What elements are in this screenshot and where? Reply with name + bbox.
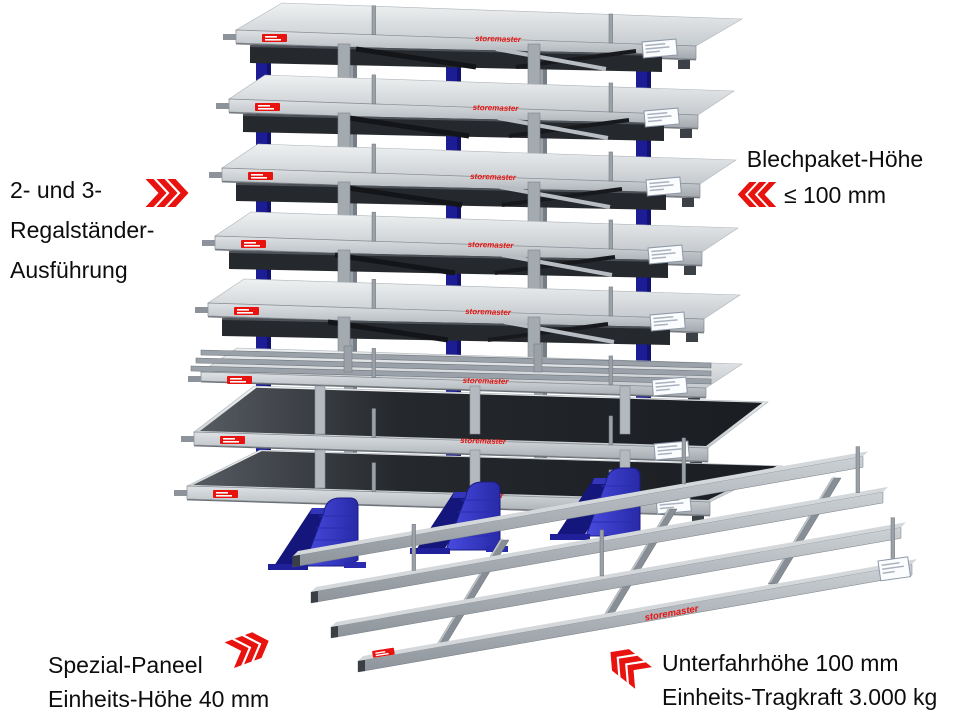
frame-pin [681, 437, 686, 485]
annotation-line: Einheits-Tragkraft 3.000 kg [662, 684, 938, 710]
end-bracket [684, 266, 696, 275]
divider-post [619, 385, 631, 435]
frame-id-label [877, 556, 912, 582]
shelf-id-label [643, 107, 680, 128]
cross-brace [503, 320, 615, 344]
stacking-pin [371, 462, 376, 492]
annotation-rack-versions: 2- und 3- Regalständer- Ausführung [10, 170, 154, 290]
storemaster-logo-text: storemaster [463, 376, 510, 386]
storemaster-logo-text: storemaster [470, 172, 517, 182]
storemaster-logo-text: storemaster [460, 436, 507, 446]
cross-brace [495, 47, 607, 71]
chevrons-up-right-icon [224, 632, 269, 669]
deck-level: storemaster [181, 385, 769, 471]
end-bracket [686, 333, 698, 342]
storemaster-box-label [248, 172, 273, 180]
annotation-sheet-package-height: Blechpaket-Höhe ≤ 100 mm [735, 141, 935, 213]
end-bracket [682, 198, 694, 207]
shelf-level: storemaster [202, 211, 739, 303]
chevrons-right-icon [145, 179, 189, 207]
stacking-pin [371, 5, 376, 35]
storemaster-box-label [227, 376, 252, 384]
storemaster-logo-text: storemaster [475, 34, 522, 44]
annotation-line: 2- und 3- [10, 177, 103, 203]
annotation-special-panel: Spezial-Paneel Einheits-Höhe 40 mm [48, 648, 269, 716]
shelf-id-label [651, 376, 688, 397]
shelf-level: storemaster [209, 143, 737, 235]
stacking-pin [371, 348, 376, 378]
cross-brace [501, 253, 613, 277]
divider-post [314, 385, 326, 435]
stacking-pin [608, 219, 613, 250]
chevrons-left-icon [737, 182, 777, 207]
cross-brace [497, 116, 609, 140]
chevrons-down-left-icon [610, 649, 652, 689]
end-bracket [680, 129, 692, 138]
annotation-line: ≤ 100 mm [783, 182, 887, 208]
storemaster-box-label [262, 34, 287, 42]
shelf-id-label [649, 311, 686, 332]
annotation-line: Einheits-Höhe 40 mm [48, 686, 270, 712]
frame-pin [411, 524, 416, 571]
shelf-id-label [653, 440, 690, 461]
end-bracket [678, 60, 690, 69]
storemaster-box-label [241, 240, 266, 248]
storemaster-logo-text: storemaster [473, 103, 520, 113]
annotation-line: Ausführung [10, 257, 128, 283]
stacking-pin [608, 82, 613, 113]
stacking-pin [608, 286, 613, 317]
storemaster-box-label [213, 490, 238, 498]
stacking-pin [371, 408, 376, 438]
frame-pin [855, 446, 860, 493]
annotation-line: Spezial-Paneel [48, 652, 203, 678]
storemaster-logo-text: storemaster [465, 307, 512, 317]
stacking-pin [371, 74, 376, 105]
storemaster-box-label [234, 307, 259, 315]
shelf-level: storemaster [195, 278, 741, 370]
shelf-id-label [645, 176, 682, 197]
annotation-line: Regalständer- [10, 217, 155, 243]
storemaster-box-label [372, 647, 395, 658]
cross-brace [499, 185, 611, 209]
stacking-pin [608, 415, 613, 446]
stacking-pin [371, 211, 376, 242]
stacking-pin [371, 143, 376, 174]
base-frame: storemaster [292, 437, 917, 673]
annotation-line: Blechpaket-Höhe [746, 146, 924, 172]
annotation-line: Unterfahrhöhe 100 mm [662, 650, 899, 676]
annotation-underride-height: Unterfahrhöhe 100 mm Einheits-Tragkraft … [662, 646, 937, 714]
shelf-id-label [641, 38, 678, 59]
stacking-pin [608, 355, 613, 386]
divider-post [314, 449, 326, 489]
stacking-pin [608, 13, 613, 44]
stacking-pin [608, 151, 613, 182]
frame-pin [599, 529, 604, 577]
divider-post [469, 385, 481, 435]
long-goods-bar [190, 365, 712, 385]
stacking-pin [371, 279, 376, 309]
storemaster-box-label [255, 103, 280, 111]
shelf-id-label [647, 244, 684, 265]
storemaster-box-label [220, 436, 245, 444]
frame-pin [890, 517, 895, 564]
shelf-level: storemaster [216, 74, 735, 166]
storemaster-logo-text: storemaster [468, 240, 515, 250]
